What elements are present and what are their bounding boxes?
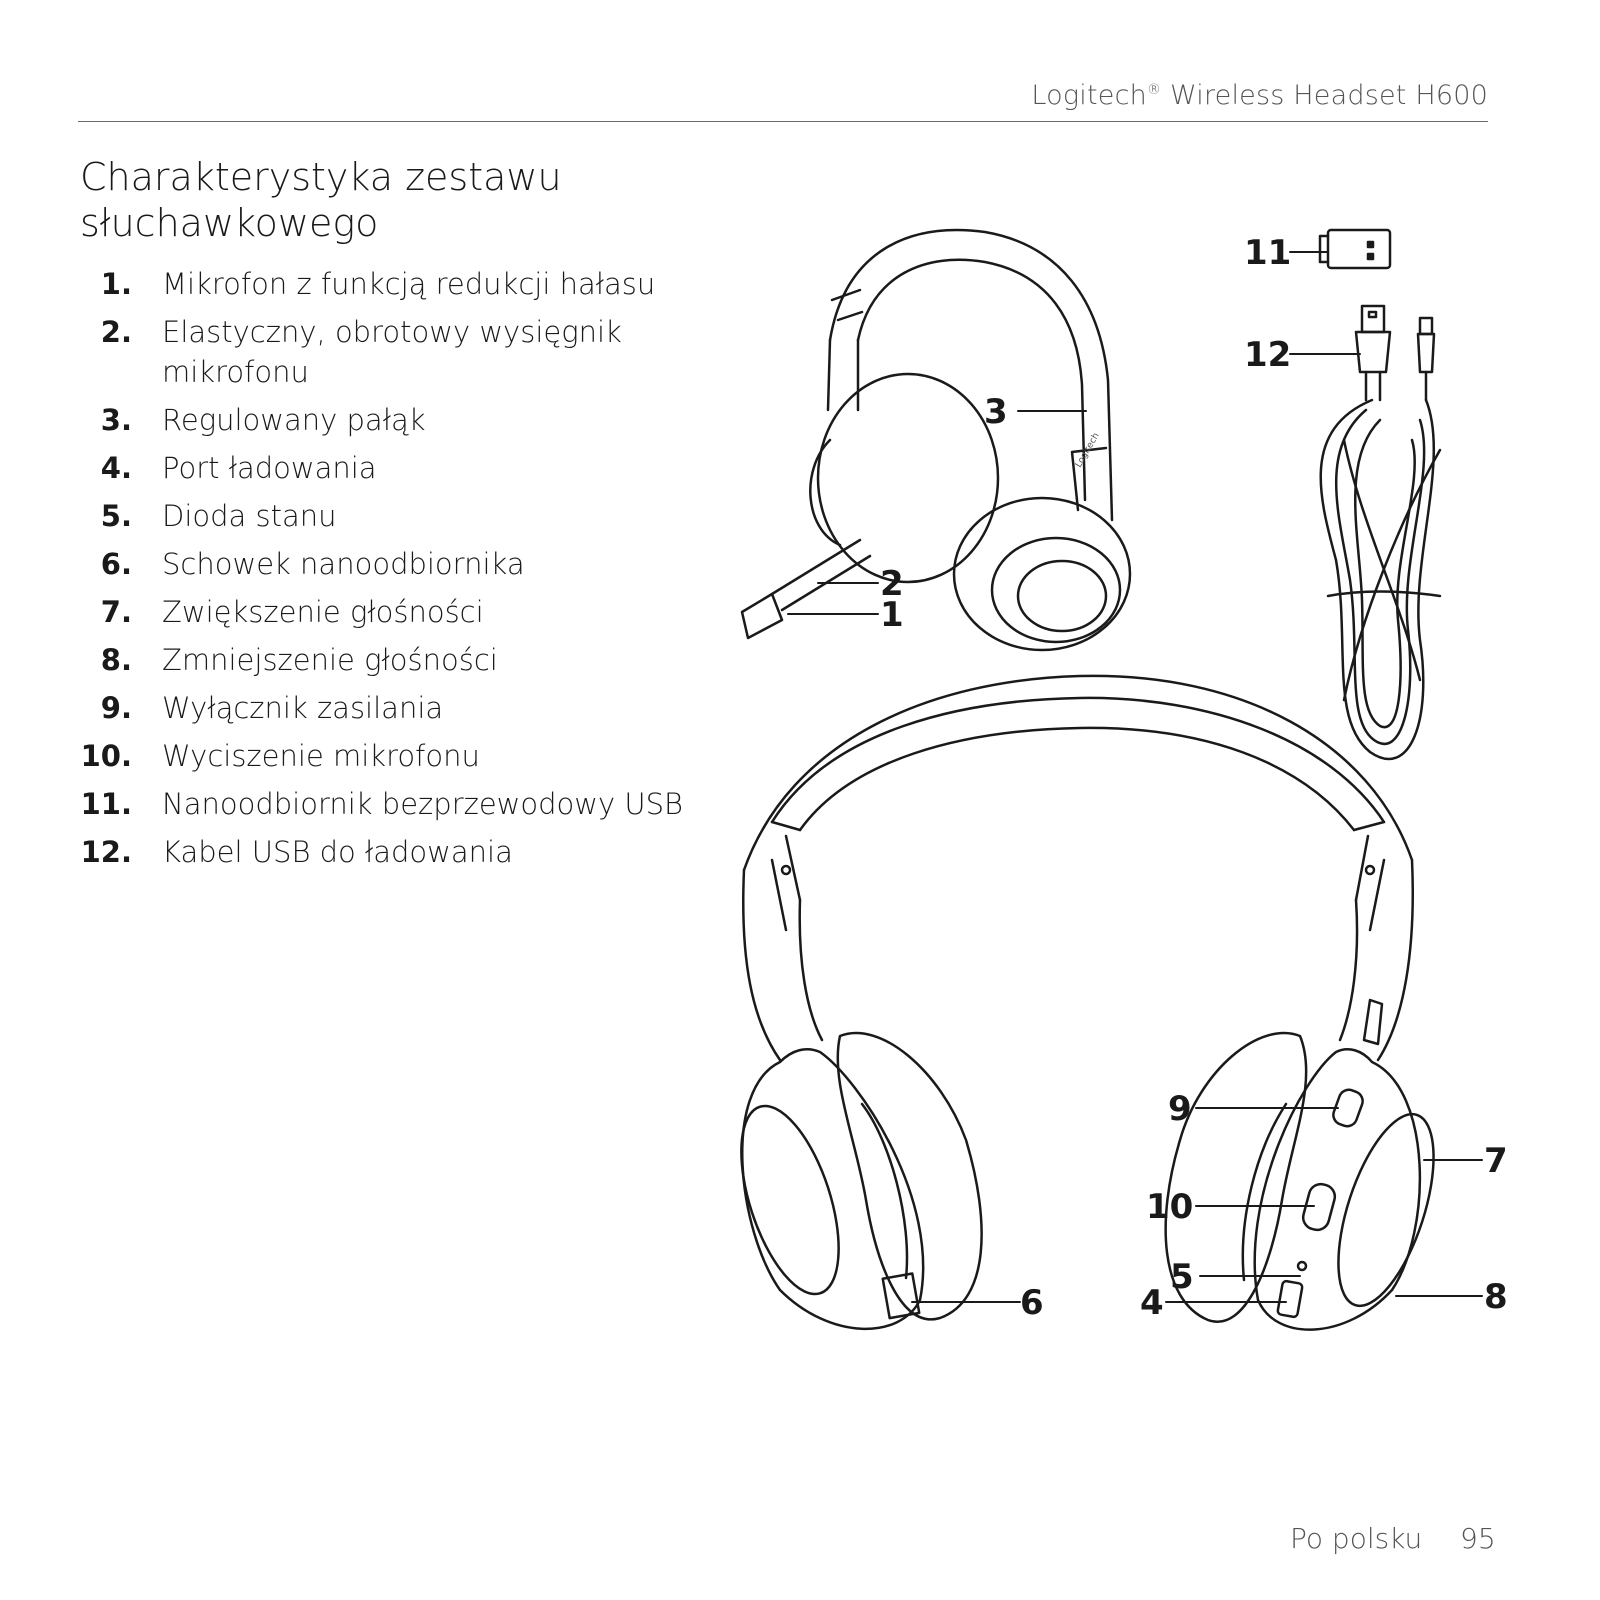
- callout-9: 9: [1168, 1089, 1192, 1129]
- cable-tie: [1326, 590, 1442, 598]
- side-view-headset: Logitech: [740, 228, 1132, 652]
- feature-item: 6. Schowek nanoodbiornika: [80, 544, 700, 584]
- section-title: Charakterystyka zestawu słuchawkowego: [80, 155, 562, 245]
- usb-nano-receiver: [1318, 228, 1392, 270]
- feature-item: 12. Kabel USB do ładowania: [80, 832, 700, 872]
- front-headband-outer: [742, 674, 1414, 872]
- headband-inner: [856, 258, 1087, 502]
- callout-4: 4: [1140, 1283, 1164, 1323]
- left-cushion: [836, 1031, 983, 1321]
- feature-number: 5.: [100, 499, 132, 533]
- headband-slider: [826, 288, 864, 412]
- feature-label: Regulowany pałąk: [162, 403, 426, 437]
- ear-cup-right-ring: [990, 536, 1122, 644]
- front-view-headset: [740, 674, 1435, 1331]
- feature-number: 10.: [80, 739, 132, 773]
- feature-number: 4.: [100, 451, 132, 485]
- right-cushion-ring: [1241, 1102, 1288, 1282]
- right-slider-button: [1362, 998, 1384, 1046]
- ear-cup-right: [952, 496, 1132, 652]
- callout-leaders: [787, 251, 1483, 1303]
- front-headband-notch-right: [1352, 820, 1386, 932]
- front-headband-inner: [798, 726, 1356, 832]
- feature-number: 8.: [100, 643, 132, 677]
- mic-capsule: [740, 592, 784, 640]
- ear-cushion-left: [816, 372, 1000, 584]
- feature-item: 2. Elastyczny, obrotowy wysięgnik mikrofo…: [80, 312, 700, 392]
- feature-number: 3.: [100, 403, 132, 437]
- left-slider-inner: [798, 898, 824, 1042]
- callout-3: 3: [984, 392, 1008, 432]
- left-cushion-ring: [860, 1102, 909, 1280]
- callout-12: 12: [1244, 335, 1291, 375]
- feature-item: 3. Regulowany pałąk: [80, 400, 700, 440]
- left-ear-cup-ring: [740, 1104, 840, 1296]
- feature-number: 6.: [100, 547, 132, 581]
- feature-label: Schowek nanoodbiornika: [162, 547, 525, 581]
- headband-panel: [1070, 446, 1108, 512]
- right-slider-outer: [1376, 858, 1415, 1062]
- feature-number: 9.: [100, 691, 132, 725]
- footer-language: Po polsku: [1290, 1522, 1423, 1555]
- headband-outer: [828, 228, 1114, 522]
- power-switch: [1332, 1088, 1364, 1128]
- right-cushion: [1164, 1031, 1308, 1323]
- feature-list: 1. Mikrofon z funkcją redukcji hałasu 2. E…: [80, 264, 700, 880]
- brand-name: Logitech: [1031, 80, 1147, 111]
- feature-item: 9. Wyłącznik zasilania: [80, 688, 700, 728]
- product-header: Logitech® Wireless Headset H600: [1031, 80, 1488, 111]
- callout-10: 10: [1146, 1187, 1193, 1227]
- header-rule: [78, 121, 1488, 122]
- charging-port: [1276, 1279, 1304, 1319]
- mute-button: [1301, 1182, 1337, 1232]
- feature-item: 7. Zwiększenie głośności: [80, 592, 700, 632]
- product-model: Wireless Headset H600: [1169, 80, 1488, 111]
- feature-item: 4. Port ładowania: [80, 448, 700, 488]
- front-headband-mid: [770, 696, 1386, 824]
- callout-8: 8: [1484, 1277, 1508, 1317]
- feature-label: Zwiększenie głośności: [162, 595, 484, 629]
- feature-label: Dioda stanu: [162, 499, 337, 533]
- feature-label: Nanoodbiornik bezprzewodowy USB: [162, 787, 684, 821]
- ear-cup-left-back: [809, 438, 842, 547]
- status-led: [1296, 1260, 1308, 1272]
- callout-labels: 3 2 1 11 12 9 10 5 4 6 7 8: [880, 233, 1508, 1323]
- left-ear-cup: [741, 1048, 925, 1330]
- usb-charging-cable: [1319, 304, 1442, 761]
- feature-number: 7.: [100, 595, 132, 629]
- nano-receiver-storage: [881, 1272, 921, 1320]
- callout-6: 6: [1020, 1283, 1044, 1323]
- feature-item: 10. Wyciszenie mikrofonu: [80, 736, 700, 776]
- callout-5: 5: [1170, 1257, 1194, 1297]
- feature-number: 12.: [80, 835, 132, 869]
- callout-2: 2: [880, 564, 904, 604]
- feature-label: Port ładowania: [162, 451, 377, 485]
- callout-7: 7: [1484, 1141, 1508, 1181]
- feature-label: Mikrofon z funkcją redukcji hałasu: [162, 267, 656, 301]
- page-number: 95: [1460, 1522, 1496, 1555]
- callout-1: 1: [880, 595, 904, 635]
- feature-label: Kabel USB do ładowania: [162, 835, 513, 869]
- feature-item: 1. Mikrofon z funkcją redukcji hałasu: [80, 264, 700, 304]
- right-ear-cup: [1253, 1048, 1422, 1331]
- right-ear-cup-ring: [1337, 1112, 1435, 1308]
- feature-item: 11. Nanoodbiornik bezprzewodowy USB: [80, 784, 700, 824]
- feature-number: 1.: [100, 267, 132, 301]
- feature-label: Wyłącznik zasilania: [162, 691, 444, 725]
- feature-item: 8. Zmniejszenie głośności: [80, 640, 700, 680]
- registered-mark: ®: [1146, 82, 1162, 98]
- ear-cup-right-inner: [1016, 559, 1108, 633]
- feature-number: 2.: [100, 315, 132, 349]
- feature-label: Elastyczny, obrotowy wysięgnik mikrofonu: [162, 315, 622, 389]
- feature-item: 5. Dioda stanu: [80, 496, 700, 536]
- left-slider-outer: [742, 868, 782, 1062]
- feature-number: 11.: [80, 787, 132, 821]
- mic-boom: [770, 538, 872, 612]
- callout-11: 11: [1244, 233, 1291, 273]
- feature-label: Wyciszenie mikrofonu: [162, 739, 480, 773]
- right-slider-inner: [1338, 898, 1359, 1042]
- feature-label: Zmniejszenie głośności: [162, 643, 498, 677]
- front-headband-notch-left: [770, 820, 802, 932]
